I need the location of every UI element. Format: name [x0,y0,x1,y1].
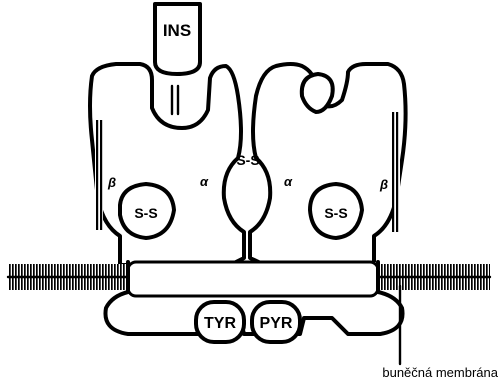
beta-right-label: β [379,177,388,192]
disulfide-right-label: S-S [324,205,347,221]
receptor-right-half [250,64,406,265]
insulin-molecule: INS [155,4,200,74]
intracellular-region: TYR PYR [105,262,402,342]
disulfide-left-label: S-S [134,205,157,221]
alpha-left-label: α [200,174,209,189]
left-beta-hatch [95,120,103,230]
membrane-caption: buněčná membrána [382,365,498,380]
alpha-right-label: α [284,174,293,189]
binding-lines [172,86,178,114]
beta-left-label: β [107,175,116,190]
tyr-label: TYR [204,315,236,332]
disulfide-center-label: S-S [236,152,259,168]
receptor-left-half [90,64,244,265]
pyr-label: PYR [260,315,293,332]
insulin-label: INS [163,21,191,40]
right-beta-hatch [392,112,400,232]
